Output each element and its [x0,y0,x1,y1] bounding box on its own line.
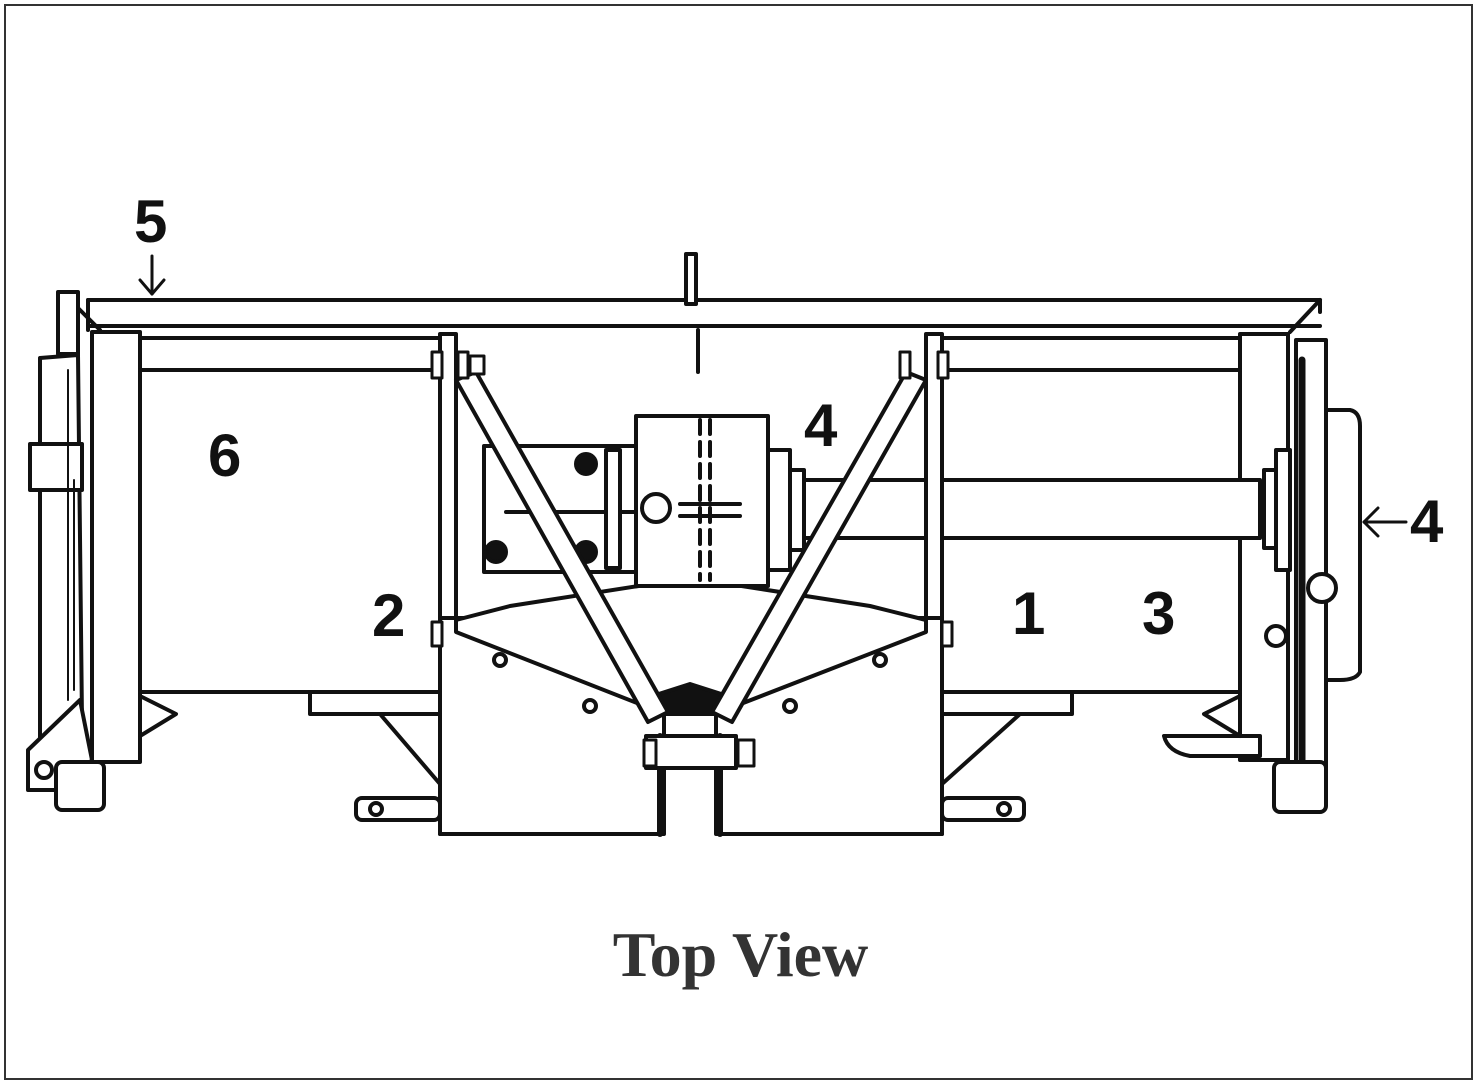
callout-6: 6 [208,422,242,489]
bolts [430,350,954,768]
callout-2: 2 [372,582,406,649]
callout-4-gearbox: 4 [804,392,838,459]
arrow-5-head [138,278,166,296]
right-drive-housing [1162,338,1362,814]
center-pin [684,252,700,374]
drive-shaft [798,448,1292,572]
diagonal-braces [454,370,928,724]
callout-4-side: 4 [1410,488,1444,555]
callout-1: 1 [1012,580,1046,647]
left-side-plate [90,330,442,764]
lower-lift-arms [138,690,1242,822]
callout-5: 5 [134,188,168,255]
arrow-4-head [1362,506,1380,538]
callout-3: 3 [1142,580,1176,647]
diagram-caption: Top View [612,919,869,990]
callout-arrows [138,254,1408,538]
left-cylinder [26,290,106,812]
center-frame [438,332,944,837]
